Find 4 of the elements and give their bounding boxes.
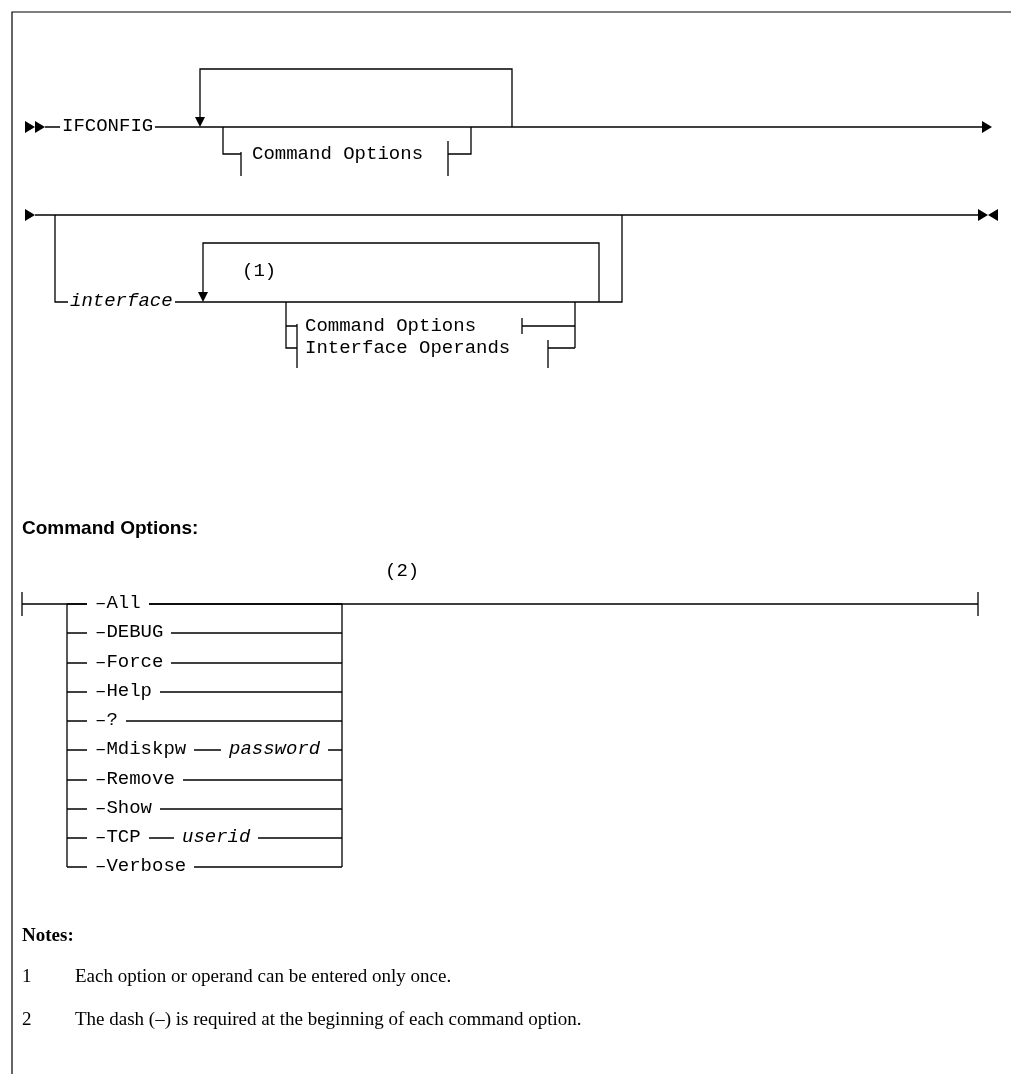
option-name: –Help xyxy=(87,681,160,703)
option-name: –Mdiskpw xyxy=(87,739,195,761)
parameter-name: password xyxy=(221,739,329,761)
note-text: The dash (–) is required at the beginning of each command option. xyxy=(75,1008,582,1030)
